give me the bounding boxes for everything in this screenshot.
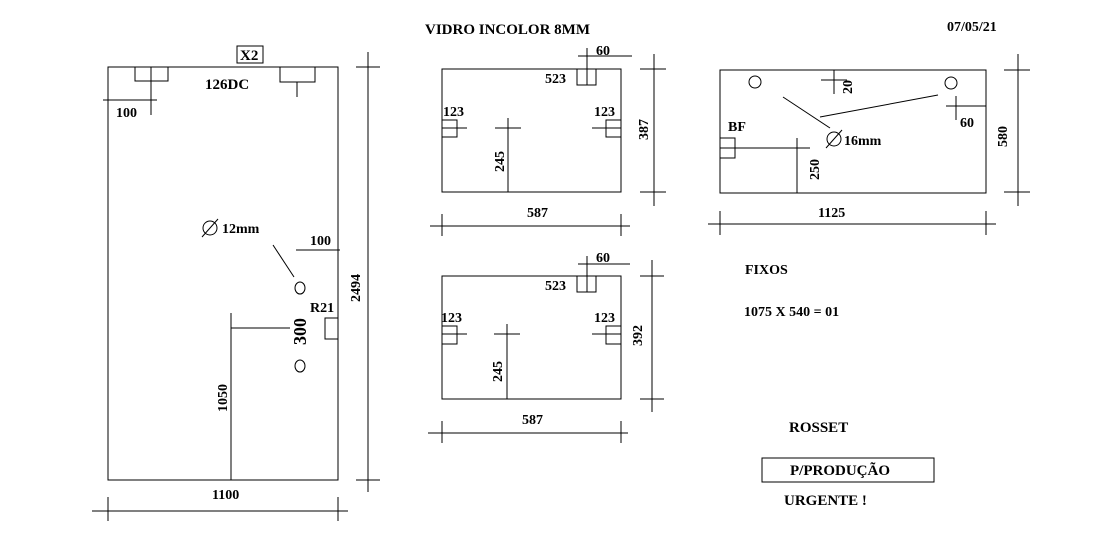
diameter-symbol-icon	[202, 220, 218, 236]
panel-top-outline	[441, 68, 622, 193]
panel-right-outline	[719, 69, 987, 194]
dim-width: 1100	[212, 488, 239, 503]
production-label: P/PRODUÇÃO	[790, 461, 890, 479]
dim-height: 2494	[349, 274, 364, 302]
handle-hole-top	[294, 281, 306, 295]
client-name: ROSSET	[789, 420, 848, 436]
lock-notch	[324, 317, 338, 340]
hardware-code-label: BF	[728, 120, 746, 135]
dim-left-notch: 123	[441, 311, 462, 326]
handle-hole-bottom	[294, 359, 306, 373]
dim-width: 587	[527, 206, 548, 221]
dim-right-notch: 123	[594, 105, 615, 120]
diameter-symbol-slash	[825, 129, 843, 149]
drawing-date: 07/05/21	[947, 20, 997, 35]
production-box	[761, 457, 935, 483]
door-panel: X2 126DC 100 12mm 100 R21 300 1050	[92, 45, 380, 521]
panel-right: 20 60 16mm BF 250 1125 580	[708, 54, 1030, 235]
dim-notch-height: 250	[808, 159, 823, 180]
dim-height-to-hole: 1050	[216, 384, 231, 412]
hinge-notch-right	[279, 67, 316, 83]
dim-right-notch: 123	[594, 311, 615, 326]
hole-leader-right	[819, 94, 939, 118]
dim-top-offset: 20	[841, 80, 856, 94]
dim-height: 580	[996, 126, 1011, 147]
hole-diameter-label: 12mm	[222, 222, 260, 237]
dim-mid-height: 245	[491, 361, 506, 382]
dim-hole-spacing: 300	[290, 318, 310, 345]
dim-left-offset: 100	[116, 106, 137, 121]
panel-bottom-outline	[441, 275, 622, 400]
fixed-label: FIXOS	[745, 263, 788, 278]
diameter-symbol-icon	[826, 131, 842, 147]
dim-notch-pos: 523	[545, 279, 566, 294]
panel-bottom: 60 523 123 123 245 587 392	[428, 251, 664, 443]
hardware-code-label: 126DC	[205, 77, 249, 93]
panel-top: 60 523 123 123 245 587 387	[430, 44, 666, 236]
dim-right-offset: 60	[960, 116, 974, 131]
quantity-label: X2	[240, 48, 258, 64]
dim-height: 392	[631, 325, 646, 346]
diameter-symbol-slash	[201, 218, 219, 238]
hardware-radius-label: R21	[310, 301, 334, 316]
left-notch	[442, 325, 458, 345]
fixed-spec: 1075 X 540 = 01	[744, 305, 839, 320]
hole-diameter-label: 16mm	[844, 134, 882, 149]
dim-notch-width: 60	[596, 44, 610, 59]
hole-leader	[272, 244, 295, 278]
quantity-box	[236, 45, 264, 64]
dim-notch-width: 60	[596, 251, 610, 266]
door-panel-outline	[107, 66, 339, 481]
hole-right	[944, 76, 958, 90]
dim-height: 387	[637, 119, 652, 140]
urgency-label: URGENTE !	[784, 493, 867, 509]
drawing-title: VIDRO INCOLOR 8MM	[425, 22, 590, 38]
dim-hole-offset: 100	[310, 234, 331, 249]
dim-notch-pos: 523	[545, 72, 566, 87]
right-notch	[605, 325, 621, 345]
hole-left	[748, 75, 762, 89]
dim-width: 1125	[818, 206, 845, 221]
dim-width: 587	[522, 413, 543, 428]
hole-leader-left	[782, 96, 831, 129]
dim-mid-height: 245	[493, 151, 508, 172]
dim-left-notch: 123	[443, 105, 464, 120]
